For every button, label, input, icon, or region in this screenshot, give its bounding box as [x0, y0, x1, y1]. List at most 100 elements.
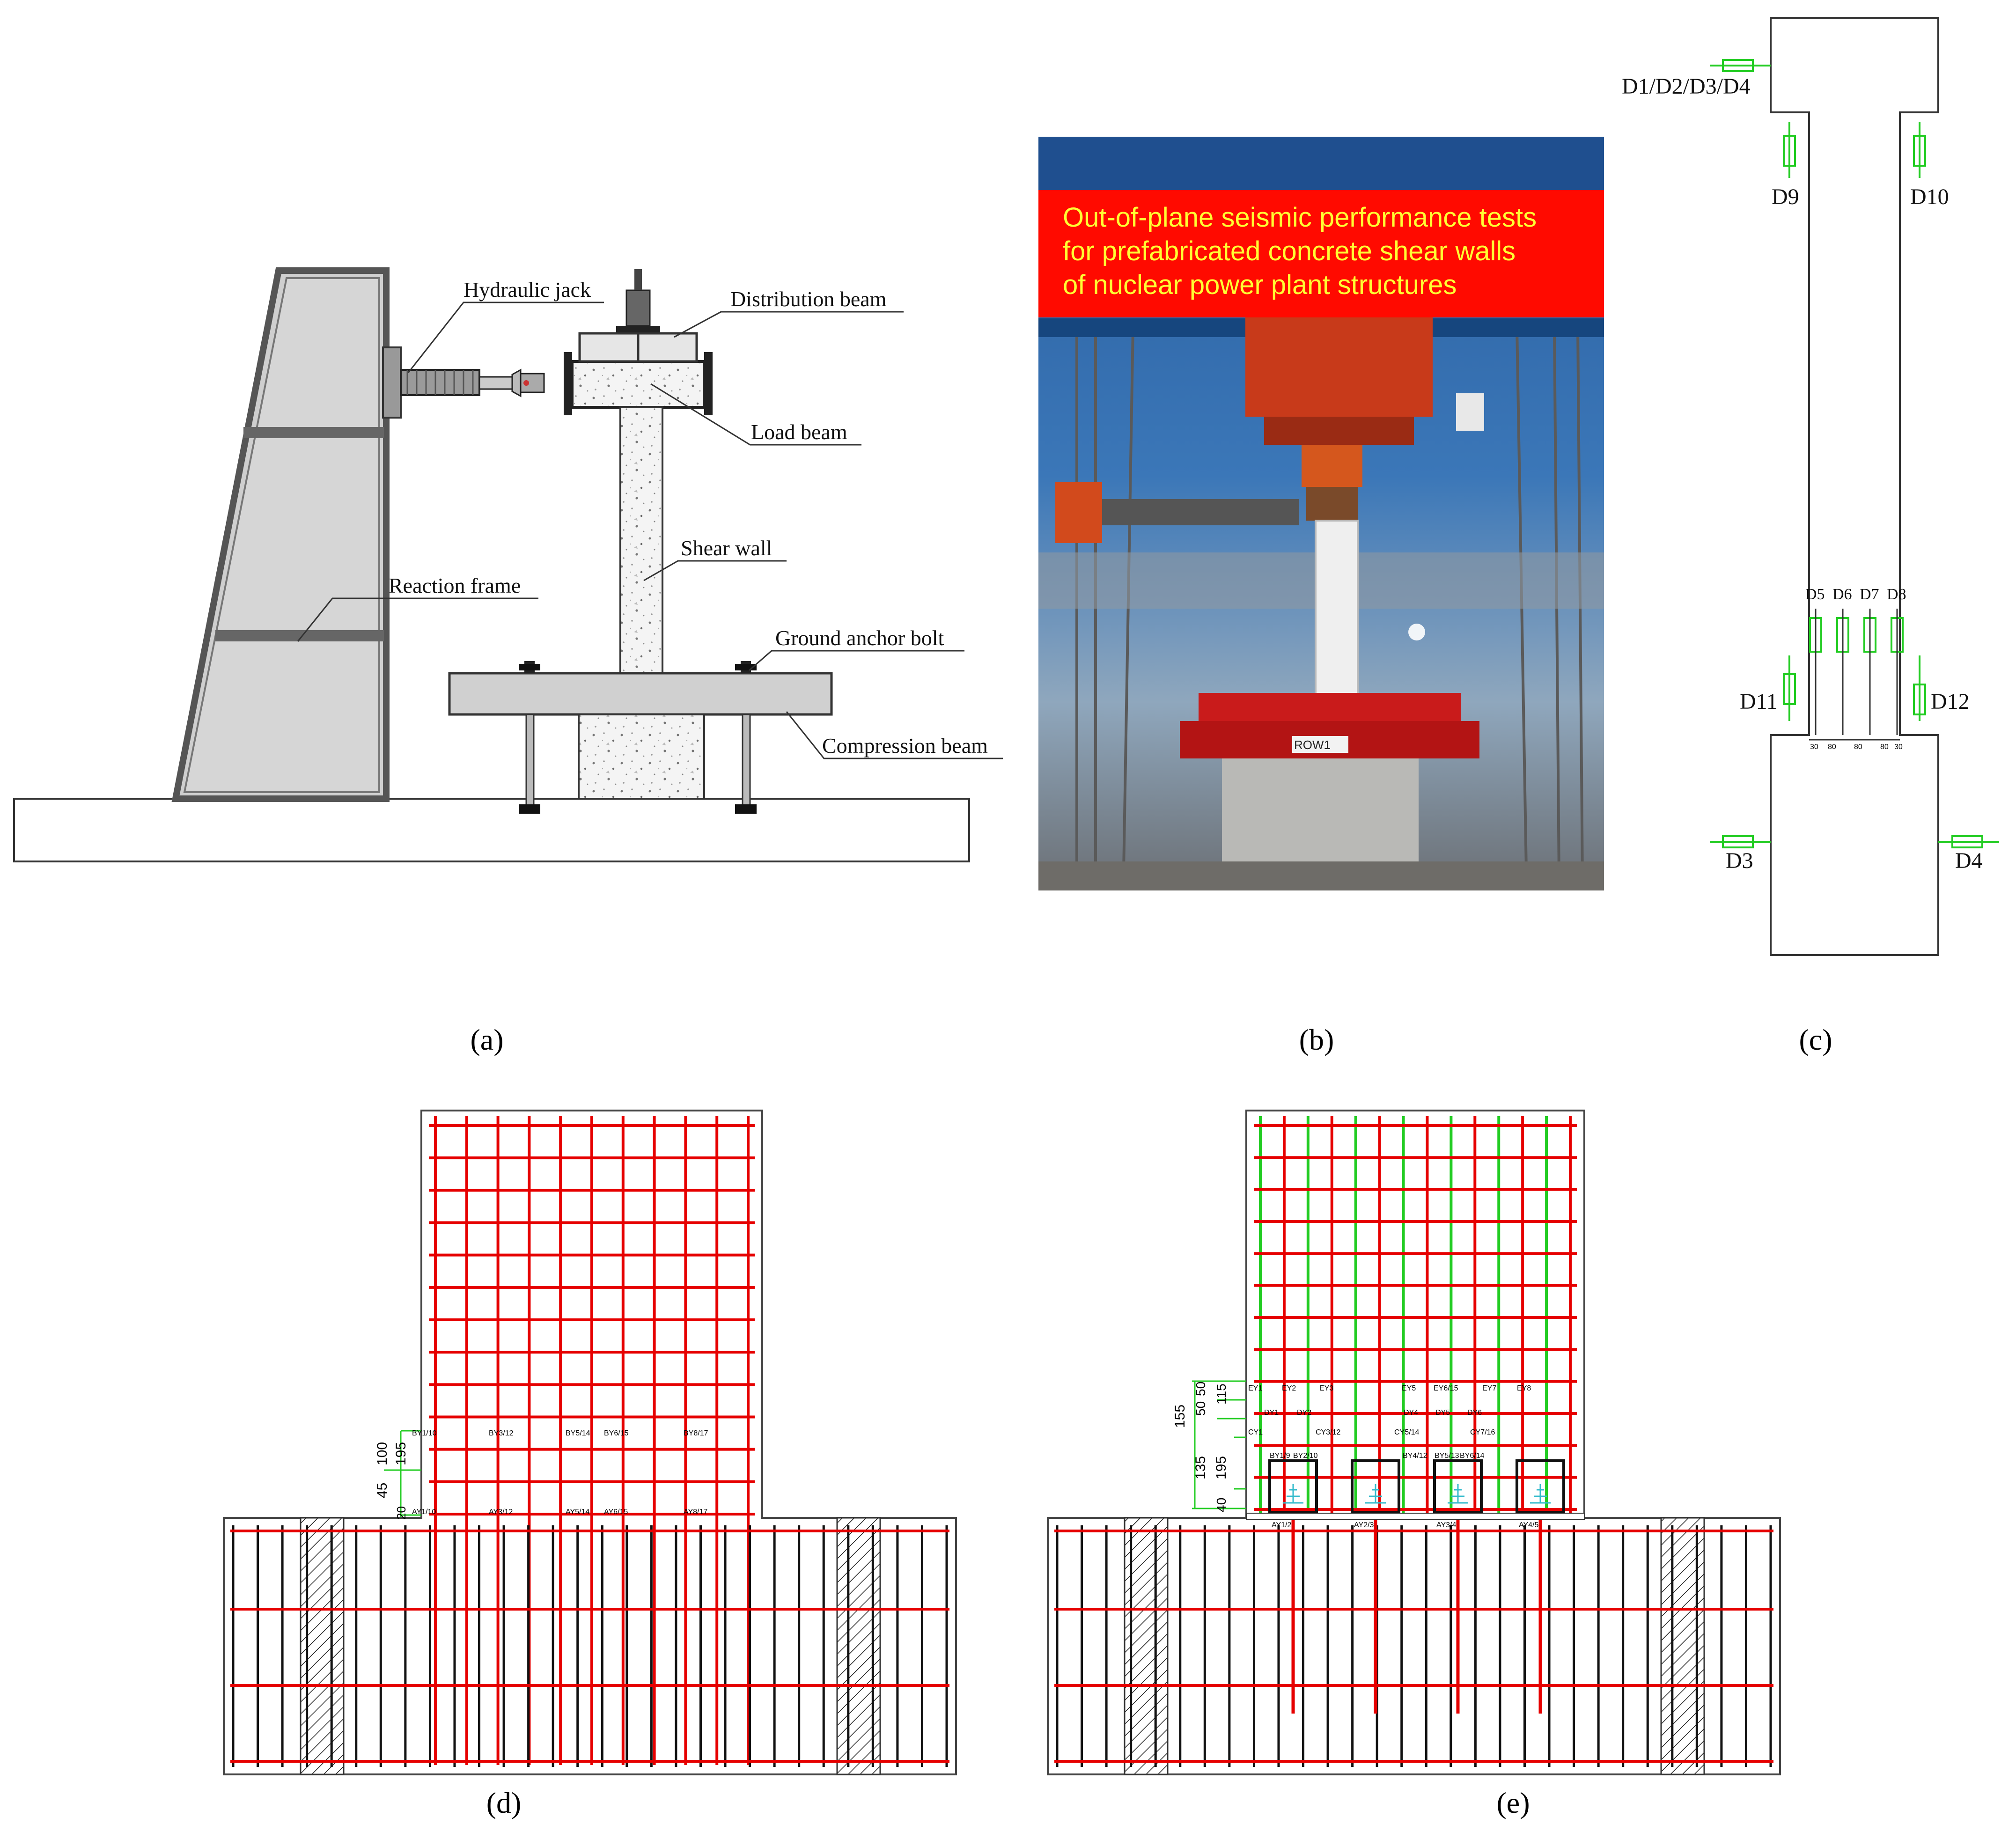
tag-d-upper-5: BY8/17	[684, 1429, 708, 1437]
dim-e-6: 195	[1214, 1456, 1229, 1479]
tag-e-r1-5: EY6/15	[1434, 1384, 1458, 1392]
jack-rod	[478, 376, 513, 390]
caption-b: (b)	[1299, 1023, 1334, 1056]
ground-anchor-bolt-left	[519, 661, 540, 814]
label-d7: D7	[1860, 586, 1879, 603]
panel-c-sensor-layout: D1/D2/D3/D4 D9 D10 D5 D6 D7 D8 D11 D12 D…	[1622, 17, 1999, 956]
tag-e-r2-5: DY6	[1467, 1409, 1482, 1417]
end-plate-left	[564, 352, 572, 415]
e-tags: EY1 EY2 EY3 EY5 EY6/15 EY7 EY8 DY1 DY2 D…	[1248, 1384, 1539, 1529]
photo-banner	[1038, 190, 1604, 317]
sensor-d9	[1783, 135, 1796, 167]
panel-a-test-setup: Hydraulic jack Distribution beam Load be…	[13, 267, 1003, 862]
sensor-d1-d4	[1722, 59, 1754, 72]
tag-d-upper-4: BY6/15	[604, 1429, 629, 1437]
tag-e-r3-3: CY5/14	[1394, 1428, 1419, 1436]
label-d11: D11	[1740, 689, 1778, 714]
caption-d: (d)	[486, 1786, 522, 1819]
dim-d-3: 195	[393, 1442, 409, 1465]
top-jack-body	[625, 289, 651, 327]
panel-a-leaders	[297, 302, 1003, 759]
foundation-block	[578, 714, 705, 800]
label-reaction-frame: Reaction frame	[389, 574, 521, 597]
label-d5: D5	[1805, 586, 1825, 603]
jack-base-plate	[382, 346, 402, 419]
dim-e-3: 50	[1193, 1382, 1208, 1396]
tag-e-r3-1: CY1	[1248, 1428, 1263, 1436]
tag-e-b-3: AY3/4	[1436, 1521, 1457, 1529]
dim-e-5: 135	[1193, 1456, 1208, 1479]
label-d3: D3	[1726, 848, 1753, 873]
sensor-d10	[1913, 135, 1926, 167]
jack-head	[511, 368, 522, 397]
dim-e-7: 40	[1214, 1498, 1229, 1512]
label-d6: D6	[1832, 586, 1852, 603]
tag-d-upper-3: BY5/14	[566, 1429, 590, 1437]
sensor-d3	[1722, 835, 1754, 848]
end-plate-right	[704, 352, 713, 415]
panel-d-reinforcement: 45 100 195 20 BY1/10 BY3/12 BY5/14 BY6/1…	[223, 1110, 957, 1775]
label-d1-d4: D1/D2/D3/D4	[1622, 74, 1751, 99]
dim-e-4: 115	[1214, 1383, 1229, 1405]
panel-b-photo: ROW1 Out-of-plane seismic performance te…	[1038, 137, 1604, 890]
label-compression-beam: Compression beam	[822, 734, 988, 758]
label-d12: D12	[1931, 689, 1970, 714]
tag-d-upper-2: BY3/12	[489, 1429, 514, 1437]
caption-a: (a)	[470, 1023, 503, 1056]
banner-line-2: for prefabricated concrete shear walls	[1063, 236, 1516, 266]
label-shear-wall: Shear wall	[681, 536, 772, 560]
label-d10: D10	[1910, 184, 1949, 209]
dim-d-4: 20	[394, 1506, 408, 1520]
label-distribution-beam: Distribution beam	[730, 287, 887, 311]
label-d8: D8	[1887, 586, 1906, 603]
tag-e-r1-3: EY3	[1319, 1384, 1333, 1392]
ground-anchor-bolt-right	[735, 661, 757, 814]
hydraulic-jack-body	[400, 369, 480, 396]
tag-e-r1-2: EY2	[1282, 1384, 1296, 1392]
tag-e-r4-5: BY6/14	[1460, 1452, 1485, 1460]
tag-e-r2-2: DY2	[1297, 1409, 1311, 1417]
jack-pin	[523, 380, 529, 386]
tag-e-r2-1: DY1	[1264, 1409, 1279, 1417]
tag-e-r4-4: BY5/13	[1435, 1452, 1459, 1460]
tag-e-r4-3: BY4/12	[1403, 1452, 1427, 1460]
spacing-2: 80	[1828, 743, 1836, 751]
tag-e-r3-2: CY3/12	[1316, 1428, 1340, 1436]
spacing-3: 80	[1854, 743, 1862, 751]
joint-strip	[1246, 1513, 1585, 1520]
label-ground-anchor-bolt: Ground anchor bolt	[775, 626, 944, 650]
load-beam	[571, 360, 706, 409]
reaction-frame-inner	[183, 277, 380, 793]
banner-line-3: of nuclear power plant structures	[1063, 270, 1457, 300]
spacing-4: 80	[1880, 743, 1889, 751]
label-d9: D9	[1772, 184, 1799, 209]
ground-slab	[13, 798, 970, 862]
label-hydraulic-jack: Hydraulic jack	[464, 278, 591, 302]
tag-d-lower-2: AY3/12	[489, 1508, 513, 1516]
jack-thread	[406, 370, 474, 395]
dim-d-1: 45	[375, 1483, 390, 1498]
shear-wall	[619, 406, 663, 674]
tag-e-b-4: AY4/5	[1519, 1521, 1539, 1529]
tag-e-r1-4: EY5	[1402, 1384, 1416, 1392]
tag-e-r2-4: DY5	[1435, 1409, 1450, 1417]
frame-rib-1	[243, 427, 384, 438]
jack-top-plate	[616, 326, 660, 332]
tag-d-lower-5: AY8/17	[684, 1508, 707, 1516]
tag-e-r4-2: BY2/10	[1293, 1452, 1318, 1460]
compression-beam	[448, 672, 833, 716]
spacing-5: 30	[1894, 743, 1903, 751]
sensor-d4	[1951, 835, 1983, 848]
tag-d-lower-1: AY1/10	[412, 1508, 436, 1516]
dim-e-1: 155	[1172, 1405, 1188, 1428]
tag-e-r1-6: EY7	[1482, 1384, 1496, 1392]
tag-e-b-1: AY1/2	[1272, 1521, 1292, 1529]
label-load-beam: Load beam	[751, 420, 847, 444]
sensor-d12	[1913, 684, 1926, 715]
label-d4: D4	[1955, 848, 1983, 873]
tag-e-b-2: AY2/3	[1354, 1521, 1374, 1529]
panel-e-reinforcement: 155 50 50 115 135 195 40 EY1 EY2 EY3 EY5…	[1047, 1110, 1781, 1775]
dim-e-2: 50	[1193, 1401, 1208, 1416]
spacing-1: 30	[1810, 743, 1818, 751]
